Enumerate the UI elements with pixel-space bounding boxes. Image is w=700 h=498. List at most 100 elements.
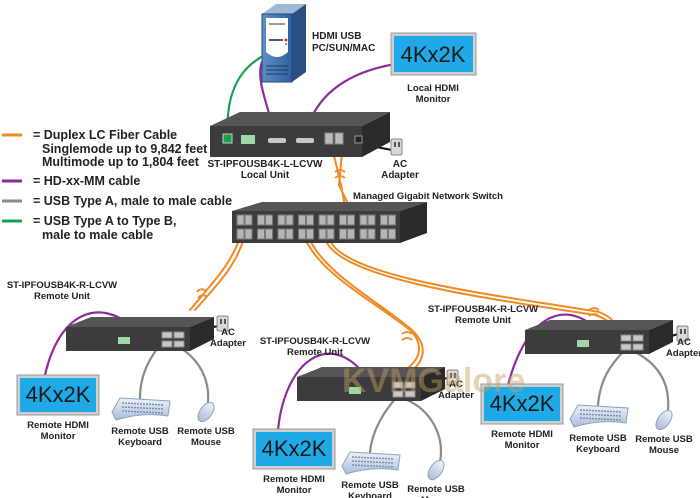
cable-usb-keyboard-2 xyxy=(368,395,399,454)
remote-monitor-label-line1: Remote HDMI xyxy=(27,420,89,431)
remote-monitor-screen-text: 4Kx2K xyxy=(26,382,91,407)
switch-port-pair xyxy=(298,228,314,240)
ac-adapter-label-line2: Adapter xyxy=(210,338,246,349)
switch-port-pair xyxy=(380,228,396,240)
switch-port-pair xyxy=(277,214,294,226)
ac-adapter-icon xyxy=(446,369,459,386)
legend-usb-text: = USB Type A, male to male cable xyxy=(33,194,232,208)
switch-port-pair xyxy=(339,228,355,240)
switch-port-pair xyxy=(380,214,396,226)
remote-unit-model-label: ST-IPFOUSB4K-R-LCVW xyxy=(7,280,117,291)
legend-fiber-line3: Multimode up to 1,804 feet xyxy=(42,155,200,169)
legend-usb-ab-line1: = USB Type A to Type B, xyxy=(33,214,176,228)
ac-adapter-icon xyxy=(676,325,689,342)
break-mark-local xyxy=(334,169,346,179)
mouse-label-line1: Remote USB xyxy=(635,434,693,445)
cable-usb-mouse-3 xyxy=(633,350,670,412)
ac-adapter-label-line2: Adapter xyxy=(438,390,474,401)
local-unit-label-line1: ST-IPFOUSB4K-L-LCVW xyxy=(208,159,324,170)
remote-monitor-label-line1: Remote HDMI xyxy=(263,474,325,485)
keyboard-icon xyxy=(569,404,629,428)
switch-port-pair xyxy=(318,214,335,226)
mouse-label-line1: Remote USB xyxy=(177,426,235,437)
ac-adapter-icon xyxy=(216,315,229,332)
keyboard-label-line2: Keyboard xyxy=(118,437,162,448)
remote-unit-type-label: Remote Unit xyxy=(34,291,91,302)
cable-hdmi-remote-2 xyxy=(276,352,367,432)
break-mark-remote-3 xyxy=(588,307,600,317)
switch-port-pair xyxy=(236,228,253,240)
mouse-label-line2: Mouse xyxy=(649,445,679,456)
ac-adapter-label-line1: AC xyxy=(221,327,235,338)
ac-adapter-label-line1: AC xyxy=(449,379,463,390)
local-monitor-screen-text: 4Kx2K xyxy=(401,42,466,67)
cable-usb-mouse-1 xyxy=(173,343,210,404)
local-monitor-label-line1: Local HDMI xyxy=(407,83,459,94)
keyboard-label-line2: Keyboard xyxy=(348,491,392,498)
legend-usb-ab-line2: male to male cable xyxy=(42,228,153,242)
keyboard-label-line2: Keyboard xyxy=(576,444,620,455)
keyboard-label-line1: Remote USB xyxy=(111,426,169,437)
legend-fiber-line2: Singlemode up to 9,842 feet xyxy=(42,142,208,156)
mouse-label-line2: Mouse xyxy=(191,437,221,448)
switch-label: Managed Gigabit Network Switch xyxy=(353,191,503,202)
legend-fiber-line1: = Duplex LC Fiber Cable xyxy=(33,128,177,142)
switch-port-pair xyxy=(277,228,294,240)
remote-unit-model-label: ST-IPFOUSB4K-R-LCVW xyxy=(260,336,370,347)
pc-label-line1: HDMI USB xyxy=(312,31,361,42)
keyboard-icon xyxy=(111,397,171,421)
switch-port-pair xyxy=(257,214,273,226)
remote-unit-body xyxy=(66,317,214,351)
keyboard-label-line1: Remote USB xyxy=(569,433,627,444)
break-mark-remote-2 xyxy=(401,331,413,341)
remote-monitor-screen-text: 4Kx2K xyxy=(490,391,555,416)
mouse-label-line2: Mouse xyxy=(421,495,451,498)
mouse-label-line1: Remote USB xyxy=(407,484,465,495)
switch-port-pair xyxy=(257,228,273,240)
local-monitor-label-line2: Monitor xyxy=(416,94,451,105)
keyboard-label-line1: Remote USB xyxy=(341,480,399,491)
switch-port-pair xyxy=(318,228,335,240)
cable-hdmi-remote-3 xyxy=(506,313,594,387)
pc-label-line2: PC/SUN/MAC xyxy=(312,43,375,54)
switch-port-pair xyxy=(339,214,355,226)
remote-hdmi-monitor: 4Kx2K xyxy=(480,383,564,425)
cable-usb-mouse-2 xyxy=(405,398,443,464)
switch-port-pair xyxy=(359,214,376,226)
local-hdmi-monitor: 4Kx2K xyxy=(390,32,477,76)
remote-monitor-screen-text: 4Kx2K xyxy=(262,436,327,461)
remote-monitor-label-line2: Monitor xyxy=(41,431,76,442)
cable-fiber-remote-2 xyxy=(304,237,424,373)
legend: = Duplex LC Fiber Cable Singlemode up to… xyxy=(2,128,232,242)
switch-port-pair xyxy=(298,214,314,226)
local-unit-label-line2: Local Unit xyxy=(241,170,290,181)
switch-port-pair xyxy=(236,214,253,226)
remote-monitor-label-line2: Monitor xyxy=(505,440,540,451)
watermark: KVMGalore xyxy=(342,362,525,400)
legend-hdmi-text: = HD-xx-MM cable xyxy=(33,174,140,188)
remote-hdmi-monitor: 4Kx2K xyxy=(16,374,100,416)
local-unit xyxy=(210,112,390,157)
remote-monitor-label-line1: Remote HDMI xyxy=(491,429,553,440)
remote-unit-model-label: ST-IPFOUSB4K-R-LCVW xyxy=(428,304,538,315)
remote-unit-body xyxy=(525,320,673,354)
remote-monitor-label-line2: Monitor xyxy=(277,485,312,496)
cable-usb-keyboard-3 xyxy=(596,348,627,407)
ac-adapter-label-line1: AC xyxy=(677,337,691,348)
break-mark-remote-1 xyxy=(196,288,208,299)
ac-label-local-line2: Adapter xyxy=(381,170,419,181)
remote-unit-body xyxy=(297,367,445,401)
remote-hdmi-monitor: 4Kx2K xyxy=(252,428,336,470)
switch-ports xyxy=(236,214,396,240)
cable-break-marks xyxy=(196,169,600,341)
pc-tower xyxy=(261,4,306,83)
ac-adapter-label-line2: Adapter xyxy=(666,348,700,359)
keyboard-icon xyxy=(341,451,401,475)
ac-label-local-line1: AC xyxy=(393,159,407,170)
switch-port-pair xyxy=(359,228,376,240)
mouse-icon xyxy=(197,401,215,423)
